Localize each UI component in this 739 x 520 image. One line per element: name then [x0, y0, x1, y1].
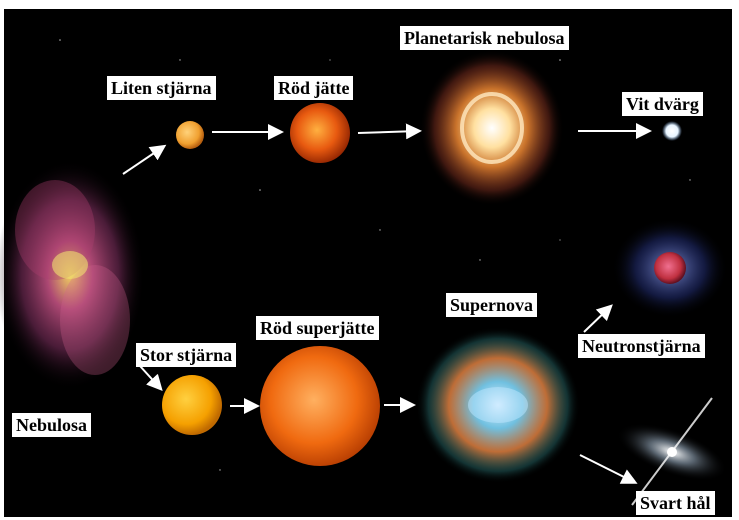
nebula-image [0, 160, 145, 390]
label-nebula: Nebulosa [12, 413, 91, 437]
label-neutron-star: Neutronstjärna [578, 334, 705, 358]
neutron-star-image [612, 218, 728, 318]
label-red-supergiant: Röd superjätte [256, 316, 379, 340]
label-white-dwarf: Vit dvärg [622, 92, 703, 116]
label-small-star: Liten stjärna [107, 76, 216, 100]
white-dwarf [662, 121, 682, 141]
big-star [162, 375, 222, 435]
label-black-hole: Svart hål [636, 491, 715, 515]
label-red-giant: Röd jätte [274, 76, 353, 100]
red-giant [290, 103, 350, 163]
planetary-nebula-image [420, 50, 564, 206]
label-supernova: Supernova [446, 293, 537, 317]
supernova-image [416, 327, 580, 483]
label-planetary-nebula: Planetarisk nebulosa [400, 26, 569, 50]
red-supergiant [260, 346, 380, 466]
small-star [176, 121, 204, 149]
label-big-star: Stor stjärna [136, 343, 236, 367]
